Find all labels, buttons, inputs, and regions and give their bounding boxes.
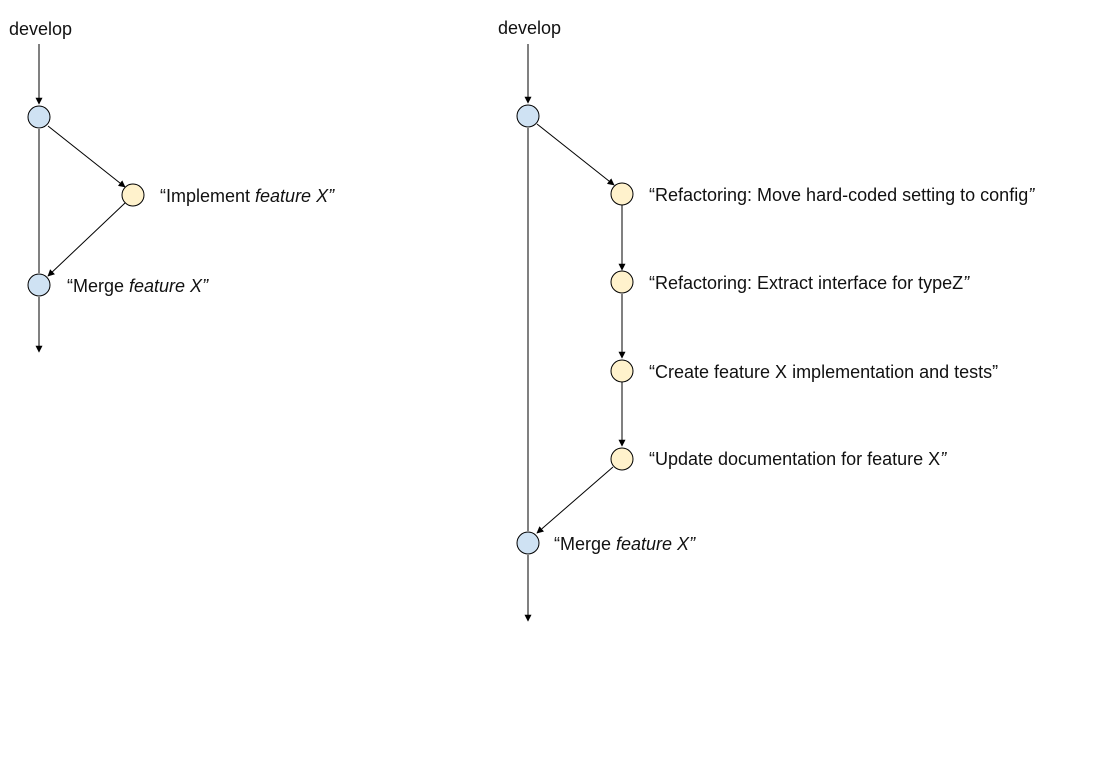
- develop-commit-node: [516, 104, 540, 128]
- commit-label-text: “Refactoring: Extract interface for type…: [649, 273, 964, 293]
- feature-commit-node-2: [610, 270, 634, 294]
- commit-label-merge-feature-left: “Merge feature X”: [67, 275, 208, 297]
- commit-label-text: “Merge: [554, 534, 617, 554]
- feature-commit-node-1: [610, 182, 634, 206]
- commit-label-implement-feature: “Implement feature X”: [160, 185, 334, 207]
- branch-label-develop-left: develop: [9, 19, 73, 39]
- commit-label-emphasis: feature X: [255, 186, 329, 206]
- commit-label-quote: ”: [963, 273, 970, 293]
- feature-commit-node-4: [610, 447, 634, 471]
- commit-label-create-feature: “Create feature X implementation and tes…: [649, 361, 998, 383]
- merge-commit-node: [516, 531, 540, 555]
- feature-commit-node-3: [610, 359, 634, 383]
- merge-commit-node: [27, 273, 51, 297]
- right-diagram: [516, 44, 634, 622]
- commit-label-extract-interface: “Refactoring: Extract interface for type…: [649, 272, 969, 294]
- commit-label-emphasis: feature X: [616, 534, 690, 554]
- commit-label-quote: ”: [1028, 185, 1035, 205]
- branch-label-develop-right: develop: [498, 18, 562, 38]
- commit-label-quote: ”: [328, 186, 335, 206]
- commit-label-refactor-config: “Refactoring: Move hard-coded setting to…: [649, 184, 1034, 206]
- left-diagram: [27, 44, 145, 353]
- feature-commit-node: [121, 183, 145, 207]
- branch-out-edge: [536, 123, 615, 186]
- commit-label-update-docs: “Update documentation for feature X”: [649, 448, 946, 470]
- commit-label-quote: ”: [940, 449, 947, 469]
- branch-out-edge: [47, 125, 126, 188]
- commit-label-merge-feature-right: “Merge feature X”: [554, 533, 695, 555]
- commit-label-text: “Create feature X implementation and tes…: [649, 362, 999, 382]
- merge-back-edge: [47, 202, 126, 277]
- commit-label-emphasis: feature X: [129, 276, 203, 296]
- commit-label-text: “Update documentation for feature X: [649, 449, 941, 469]
- commit-label-quote: ”: [689, 534, 696, 554]
- commit-label-text: “Refactoring: Move hard-coded setting to…: [649, 185, 1029, 205]
- commit-label-quote: ”: [202, 276, 209, 296]
- commit-label-text: “Implement: [160, 186, 256, 206]
- merge-back-edge: [536, 466, 614, 534]
- commit-label-text: “Merge: [67, 276, 130, 296]
- develop-commit-node: [27, 105, 51, 129]
